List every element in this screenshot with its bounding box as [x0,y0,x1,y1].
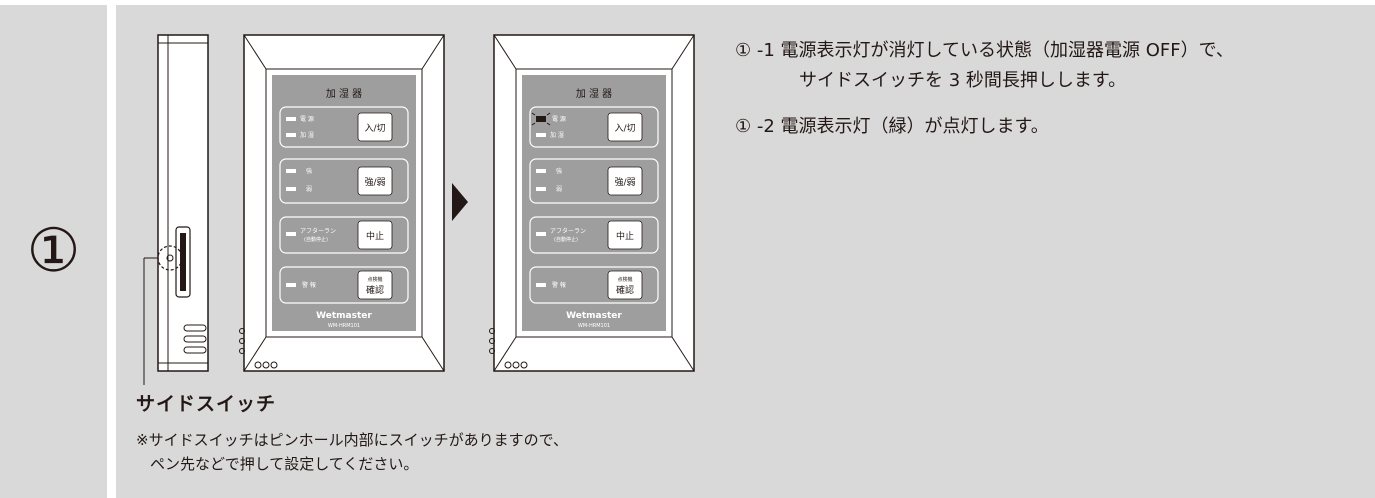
svg-text:確認: 確認 [366,284,384,296]
svg-text:弱: 弱 [556,186,562,193]
instructions: ① -1 電源表示灯が消灯している状態（加湿器電源 OFF）で、 サイドスイッチ… [735,36,1234,142]
device-front-view-on: 加 湿 器 電 源 加 湿 入/切 強 弱 強/弱 アフターラン (自動停止) … [489,34,695,372]
svg-text:強/弱: 強/弱 [614,176,635,188]
svg-text:加 湿 器: 加 湿 器 [576,88,612,100]
svg-text:警 報: 警 報 [302,281,316,289]
svg-text:入/切: 入/切 [614,123,635,134]
svg-text:電 源: 電 源 [552,115,566,123]
instruction-1-2: ① -2 電源表示灯（緑）が点灯します。 [735,116,1049,137]
device-illustration: 加 湿 器 電 源 加 湿 入/切 強 弱 強/弱 アフターラン (自動停止) … [143,34,695,385]
side-switch-caption: サイドスイッチ [136,393,277,415]
side-switch-note: ※サイドスイッチはピンホール内部にスイッチがありますので、 ペン先などで押して設… [136,428,568,476]
note-line-1: ※サイドスイッチはピンホール内部にスイッチがありますので、 [136,431,568,449]
svg-text:中止: 中止 [616,230,634,242]
arrow-right-icon [452,183,468,221]
svg-text:加 湿: 加 湿 [300,131,314,139]
svg-text:Wetmaster: Wetmaster [566,311,622,321]
svg-text:警 報: 警 報 [552,281,566,289]
svg-text:WM-HRM101: WM-HRM101 [578,323,610,329]
svg-text:弱: 弱 [306,186,312,193]
svg-text:アフターラン: アフターラン [550,227,586,235]
svg-text:(自動停止): (自動停止) [304,236,328,243]
instruction-1-1: ① -1 電源表示灯が消灯している状態（加湿器電源 OFF）で、 [735,40,1234,61]
svg-text:確認: 確認 [616,284,634,296]
step-number-cell: ① [0,5,107,498]
svg-text:加 湿: 加 湿 [550,131,564,139]
svg-text:強: 強 [556,167,562,175]
svg-text:中止: 中止 [366,230,384,242]
step-number: ① [26,216,81,286]
device-side-view [143,34,209,385]
svg-text:アフターラン: アフターラン [300,227,336,235]
svg-text:WM-HRM101: WM-HRM101 [328,323,360,329]
svg-text:強/弱: 強/弱 [364,176,385,188]
instruction-1-1-cont: サイドスイッチを 3 秒間長押しします。 [799,70,1127,91]
svg-text:加 湿 器: 加 湿 器 [326,88,362,100]
svg-text:(自動停止): (自動停止) [554,236,578,243]
note-line-2: ペン先などで押して設定してください。 [150,455,419,473]
svg-text:強: 強 [306,167,312,175]
svg-text:点検機: 点検機 [367,276,382,283]
svg-text:点検機: 点検機 [617,276,632,283]
svg-text:入/切: 入/切 [364,123,385,134]
svg-text:電 源: 電 源 [300,115,314,123]
svg-text:Wetmaster: Wetmaster [316,311,372,321]
device-front-view-off: 加 湿 器 電 源 加 湿 入/切 強 弱 強/弱 アフターラン (自動停止) … [239,34,445,372]
